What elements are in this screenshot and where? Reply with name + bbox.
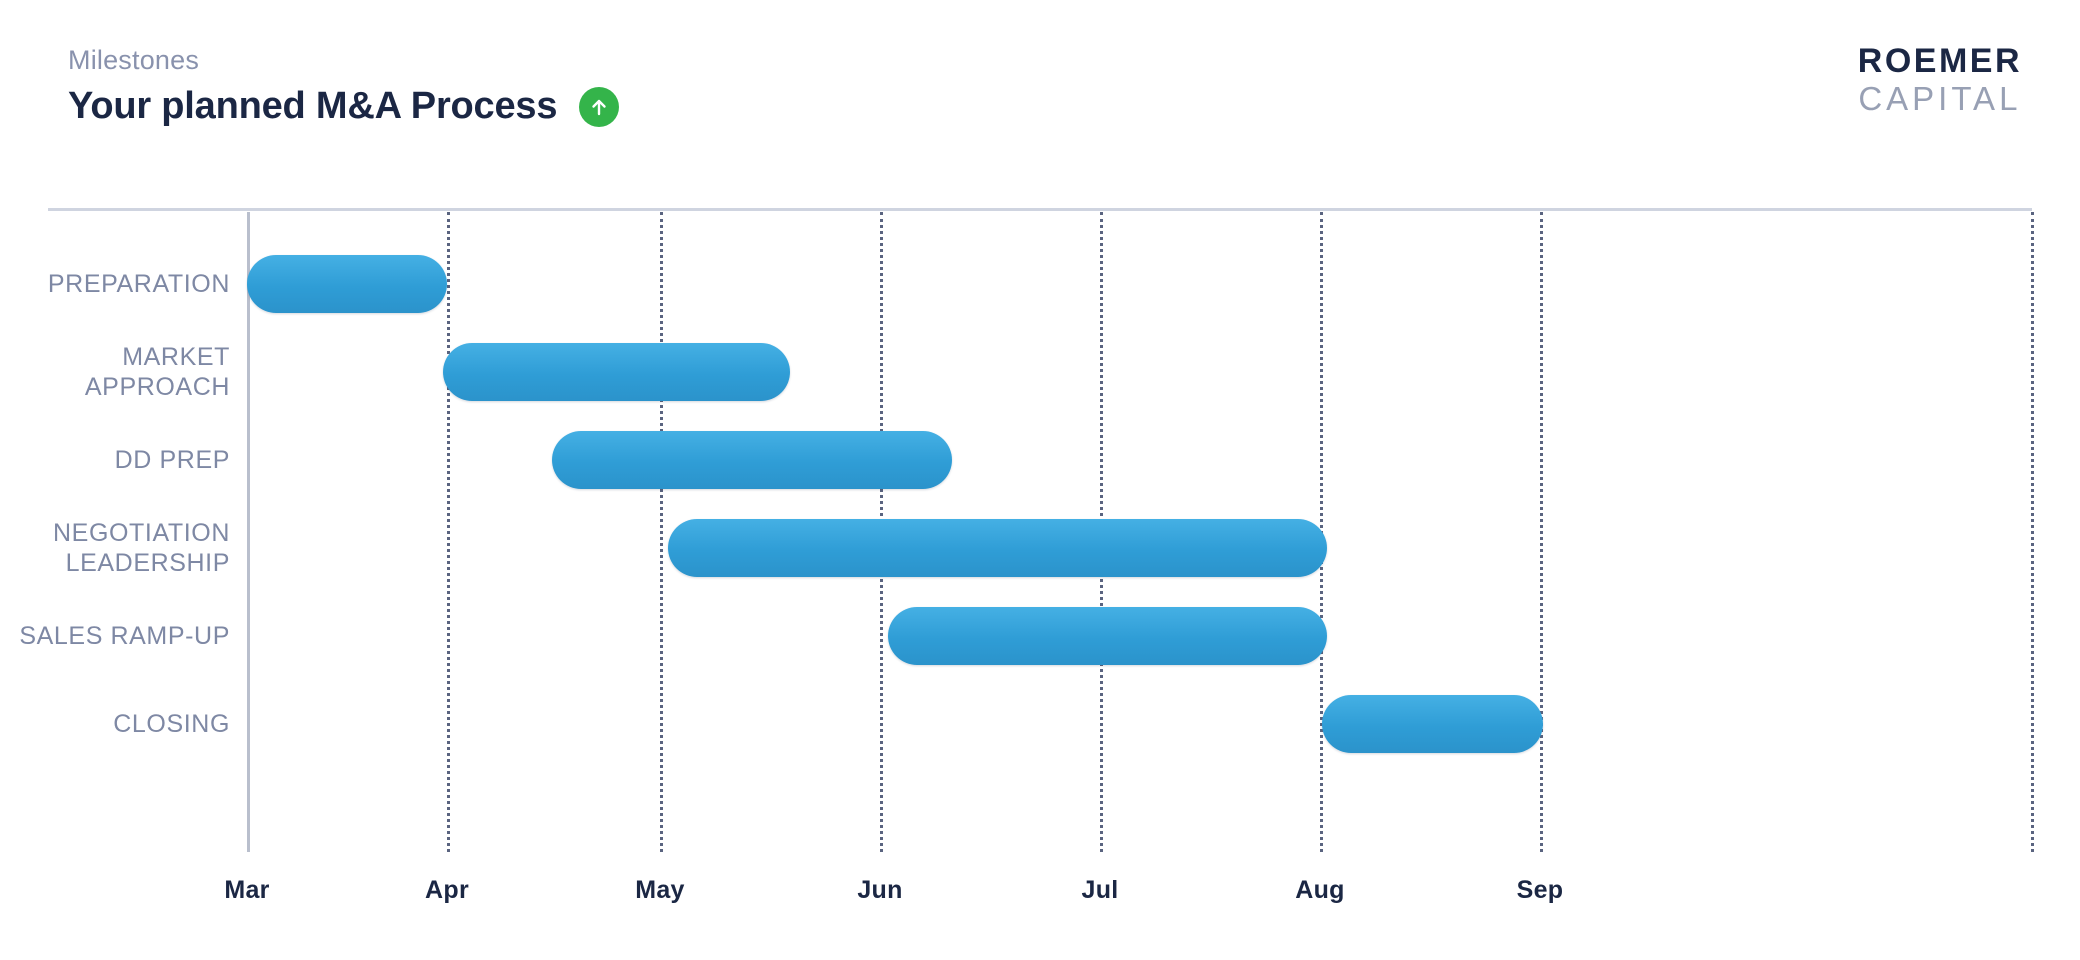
row-label-closing: CLOSING	[113, 710, 230, 738]
x-tick-label-may: May	[635, 876, 685, 904]
logo-line-2: CAPITAL	[1858, 80, 2022, 117]
gridline-end	[2031, 212, 2034, 852]
chart-rows: PREPARATION MARKET APPROACH DD PREP NEGOTIA…	[0, 212, 2080, 852]
page-subtitle: Milestones	[68, 45, 200, 75]
arrow-up-icon[interactable]	[579, 86, 620, 127]
gantt-row: NEGOTIATION LEADERSHIP	[0, 516, 2080, 580]
gantt-chart: PREPARATION MARKET APPROACH DD PREP NEGOTIA…	[0, 212, 2080, 960]
gridline-sep	[1540, 212, 1543, 852]
gantt-bar[interactable]	[668, 519, 1327, 577]
gantt-row: CLOSING	[0, 692, 2080, 756]
gantt-row: DD PREP	[0, 428, 2080, 492]
row-label-dd-prep: DD PREP	[114, 446, 230, 474]
page-title: Your planned M&A Process	[68, 84, 558, 127]
x-tick-label-aug: Aug	[1295, 876, 1345, 904]
row-label-negotiation-leadership: NEGOTIATION LEADERSHIP	[53, 519, 230, 577]
logo-line-1: ROEMER	[1857, 42, 2022, 80]
gridline-mar	[247, 212, 250, 852]
row-label-market-approach: MARKET APPROACH	[84, 343, 230, 401]
gridline-apr	[447, 212, 450, 852]
gantt-row: SALES RAMP-UP	[0, 604, 2080, 668]
gantt-bar[interactable]	[1322, 695, 1543, 753]
row-label-preparation: PREPARATION	[47, 270, 230, 298]
gantt-row: PREPARATION	[0, 252, 2080, 316]
x-tick-label-sep: Sep	[1516, 876, 1564, 904]
header-title-block: Milestones Your planned M&A Process	[68, 45, 620, 128]
chart-x-axis: Mar Apr May Jun Jul Aug Sep	[0, 852, 2080, 960]
header-divider	[48, 208, 2032, 211]
gantt-bar[interactable]	[443, 343, 790, 401]
row-label-sales-ramp-up: SALES RAMP-UP	[19, 622, 230, 650]
x-tick-label-mar: Mar	[224, 876, 270, 904]
gantt-bar[interactable]	[888, 607, 1327, 665]
gridline-may	[660, 212, 663, 852]
gantt-row: MARKET APPROACH	[0, 340, 2080, 404]
x-tick-label-apr: Apr	[425, 876, 469, 904]
title-row: Your planned M&A Process	[68, 84, 620, 128]
x-tick-label-jul: Jul	[1081, 876, 1119, 904]
x-tick-label-jun: Jun	[857, 876, 903, 904]
gantt-bar[interactable]	[247, 255, 447, 313]
page-header: Milestones Your planned M&A Process ROEM…	[0, 0, 2080, 211]
roemer-capital-logo: ROEMER CAPITAL	[1858, 44, 2022, 115]
gantt-bar[interactable]	[552, 431, 952, 489]
